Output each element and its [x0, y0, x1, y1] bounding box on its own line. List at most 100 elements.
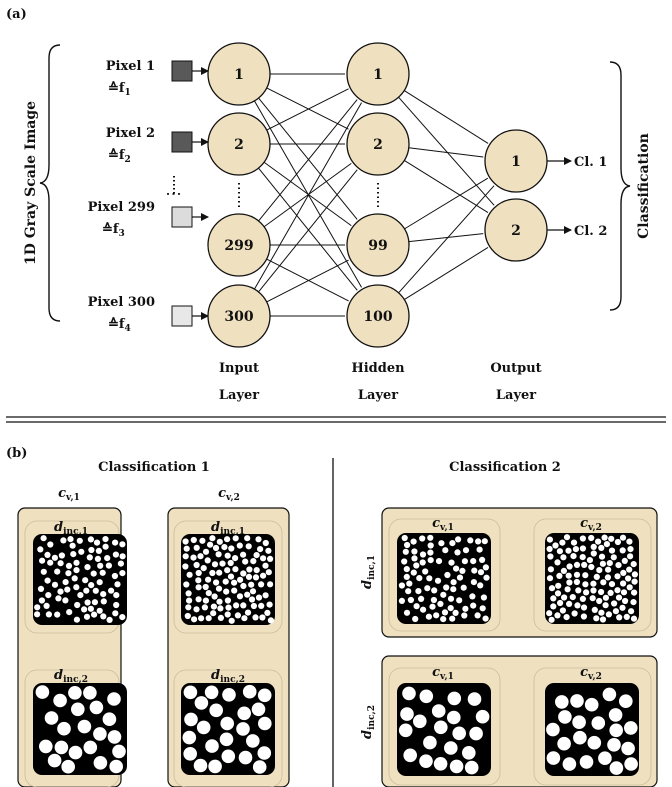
connection-line — [404, 159, 489, 213]
layer-label-input-1: Input — [219, 361, 259, 376]
input-layer: 1 2 299 300 — [207, 42, 271, 348]
pixel-group-299: Pixel 299 ≙f3 — [88, 200, 209, 239]
microstructure-image — [397, 683, 491, 776]
connection-line — [403, 90, 489, 144]
connection-line — [263, 161, 352, 227]
svg-text:dinc,2: dinc,2 — [211, 668, 245, 685]
svg-text:dinc,2: dinc,2 — [54, 668, 88, 685]
microstructure-image — [33, 534, 127, 625]
dinc1-label: dinc,1 — [211, 520, 245, 537]
dinc1-row-label: dinc,1 — [360, 555, 377, 589]
svg-text:cv,2: cv,2 — [580, 516, 602, 533]
cv2-label: cv,2 — [218, 486, 240, 503]
connection-line — [258, 99, 358, 222]
pixel-square — [171, 60, 193, 82]
pixel-feature: ≙f4 — [108, 317, 131, 334]
microstructure-image — [545, 683, 639, 776]
connection-line — [266, 87, 349, 130]
pixel-group-300: Pixel 300 ≙f4 — [88, 295, 209, 334]
svg-text:99: 99 — [368, 238, 387, 254]
svg-text:100: 100 — [363, 309, 392, 325]
dinc2-label: dinc,2 — [54, 668, 88, 685]
connection-line — [258, 97, 358, 220]
dinc1-label: dinc,1 — [54, 520, 88, 537]
inner-frame — [173, 520, 283, 634]
svg-text:cv,2: cv,2 — [580, 665, 602, 682]
svg-text:cv,1: cv,1 — [432, 516, 454, 533]
svg-text:dinc,2: dinc,2 — [360, 705, 377, 739]
pixel-square — [171, 206, 193, 228]
hidden-node: 100 — [346, 284, 410, 348]
output-layer: 1 2 — [484, 129, 548, 262]
microstructure-image — [181, 683, 275, 775]
panel-a-label: (a) — [6, 7, 27, 22]
class-label: Cl. 2 — [574, 224, 607, 239]
panel-b-label: (b) — [6, 446, 27, 461]
pixel-feature: ≙f2 — [108, 148, 131, 165]
svg-text:2: 2 — [373, 137, 383, 153]
svg-text:cv,1: cv,1 — [58, 486, 80, 503]
class2-title: Classification 2 — [449, 460, 561, 475]
inner-frame — [173, 669, 283, 787]
pixel-feature: ≙f3 — [102, 222, 125, 239]
pixel-feature: ≙f1 — [108, 81, 131, 98]
layer-label-hidden-2: Layer — [358, 388, 398, 403]
input-node: 300 — [207, 284, 271, 348]
class1-title: Classification 1 — [98, 460, 210, 475]
microstructure-images — [33, 533, 639, 776]
connection-line — [266, 258, 349, 302]
microstructure-image — [33, 683, 127, 775]
connection-line — [258, 167, 358, 291]
svg-text:dinc,1: dinc,1 — [211, 520, 245, 537]
class-label: Cl. 1 — [574, 155, 607, 170]
svg-text:299: 299 — [224, 238, 253, 254]
layer-label-output-1: Output — [490, 361, 541, 376]
connection-line — [404, 247, 489, 301]
connection-line — [258, 169, 358, 293]
pixel-name: Pixel 1 — [106, 59, 155, 74]
right-label: Classification — [636, 133, 652, 239]
hidden-layer: 1 2 99 100 — [346, 42, 410, 348]
inner-frame — [388, 667, 501, 786]
input-node: 1 — [207, 42, 271, 106]
inner-frame — [533, 667, 652, 786]
svg-text:2: 2 — [234, 137, 244, 153]
pixel-group-1: Pixel 1 ≙f1 — [106, 59, 209, 98]
connection-line — [266, 88, 349, 131]
svg-text:dinc,1: dinc,1 — [360, 555, 377, 589]
connection-line — [254, 102, 362, 290]
input-node: 299 — [207, 213, 271, 277]
cv2-label: cv,2 — [580, 665, 602, 682]
cv1-label: cv,1 — [58, 486, 80, 503]
pixel-name: Pixel 300 — [88, 295, 155, 310]
microstructure-image — [397, 533, 491, 624]
inner-frame — [533, 518, 652, 632]
svg-text:1: 1 — [234, 67, 244, 83]
pixel-name: Pixel 299 — [88, 200, 155, 215]
pixel-group-2: Pixel 2 ≙f2 — [106, 126, 209, 165]
microstructure-image — [545, 533, 639, 624]
hidden-node: 99 — [346, 213, 410, 277]
connection-line — [398, 96, 495, 206]
connections — [254, 73, 495, 317]
output-node: 1 — [484, 129, 548, 193]
cv1-label: cv,1 — [432, 516, 454, 533]
svg-text:1: 1 — [373, 67, 383, 83]
hidden-node: 2 — [346, 112, 410, 176]
layer-label-input-2: Layer — [219, 388, 259, 403]
microstructure-image — [181, 534, 275, 625]
hidden-node: 1 — [346, 42, 410, 106]
right-brace — [609, 61, 631, 311]
pixel-name: Pixel 2 — [106, 126, 155, 141]
connection-line — [398, 185, 495, 294]
svg-text:dinc,1: dinc,1 — [54, 520, 88, 537]
connection-line — [263, 162, 352, 228]
svg-text:cv,2: cv,2 — [218, 486, 240, 503]
cv2-label: cv,2 — [580, 516, 602, 533]
connection-line — [404, 177, 489, 230]
pixel-ellipsis: ⋮ — [165, 186, 184, 202]
svg-text:cv,1: cv,1 — [432, 665, 454, 682]
left-brace — [39, 44, 61, 322]
svg-text:1: 1 — [511, 154, 521, 170]
